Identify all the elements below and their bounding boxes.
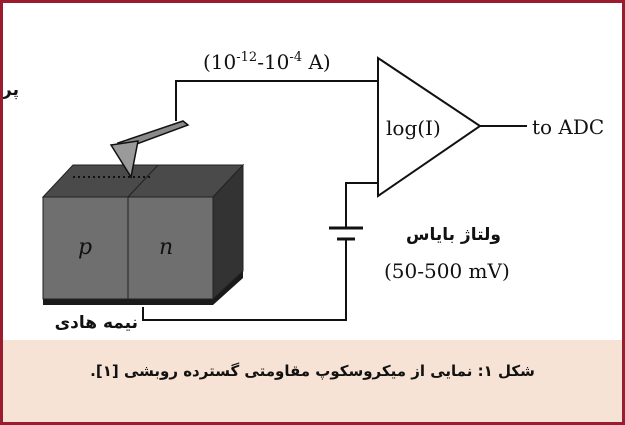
semiconductor-label: نیمه هادی: [55, 313, 138, 333]
amp-lower-input-wire: [345, 182, 378, 228]
probe-tip: [109, 140, 139, 180]
figure-caption: شکل ۱: نمایی از میکروسکوپ مقاومتی گسترده…: [90, 362, 535, 380]
current-range-label: (10-12-10-4 A): [203, 50, 331, 74]
current-range-exp-2: -4: [289, 50, 302, 65]
ssrm-diagram: log(I) to ADC (10-12-10-4 A) پروب رسانا …: [3, 50, 604, 333]
current-range-unit: A): [302, 50, 331, 74]
bias-title-label: ولتاژ بایاس: [406, 225, 501, 245]
current-range-base: (10: [203, 50, 236, 74]
p-region-label: p: [78, 235, 92, 260]
battery-to-sample-wire: [142, 250, 347, 321]
amplifier-label: log(I): [386, 116, 441, 140]
junction-top-line: [127, 164, 159, 198]
bias-range-label: (50-500 mV): [384, 259, 510, 283]
adc-label: to ADC: [532, 115, 604, 139]
semiconductor-block: p n: [41, 163, 245, 305]
n-region: [127, 196, 214, 300]
current-range-mid: -10: [257, 50, 289, 74]
log-amplifier: [377, 56, 482, 198]
probe-label: پروب رسانا: [3, 80, 19, 100]
conductive-probe: [109, 120, 190, 180]
probe-to-amp-wire: [175, 80, 378, 121]
current-range-exp-1: -12: [236, 50, 257, 65]
bias-battery: [329, 226, 363, 250]
circuit-wires: [142, 80, 527, 321]
caption-bar: شکل ۱: نمایی از میکروسکوپ مقاومتی گسترده…: [3, 340, 622, 422]
p-region: [42, 196, 129, 300]
n-region-label: n: [159, 235, 173, 260]
